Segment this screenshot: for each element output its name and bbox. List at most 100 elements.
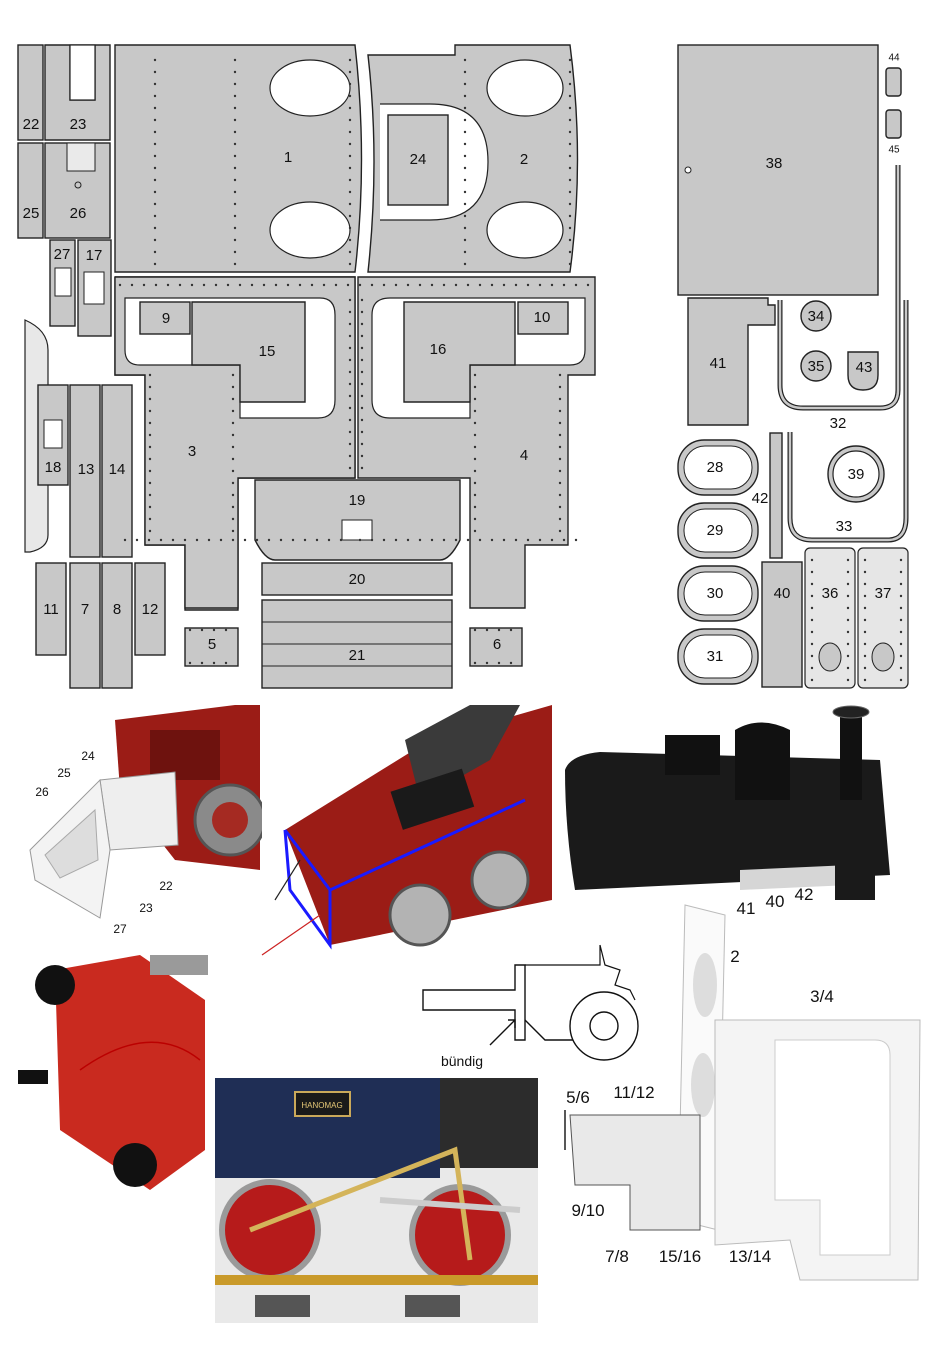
part-41 bbox=[688, 298, 775, 425]
rivet bbox=[811, 667, 813, 669]
rivet bbox=[559, 530, 561, 532]
part-label-39: 39 bbox=[848, 466, 865, 483]
rivet bbox=[811, 595, 813, 597]
rivet bbox=[474, 494, 476, 496]
rivet bbox=[464, 143, 466, 145]
rivet bbox=[361, 407, 363, 409]
rivet bbox=[811, 655, 813, 657]
part-label-29: 29 bbox=[707, 522, 724, 539]
flush-label: bündig bbox=[441, 1053, 483, 1069]
rivet bbox=[154, 251, 156, 253]
rivet bbox=[559, 386, 561, 388]
rivet bbox=[203, 284, 205, 286]
rivet bbox=[569, 239, 571, 241]
hanomag-plate: HANOMAG bbox=[295, 1092, 350, 1116]
rivet bbox=[864, 559, 866, 561]
part-label-2: 2 bbox=[520, 151, 528, 168]
rivet bbox=[864, 631, 866, 633]
rivet bbox=[292, 539, 294, 541]
part-label-24: 24 bbox=[410, 151, 427, 168]
rivet bbox=[234, 119, 236, 121]
rivet bbox=[160, 539, 162, 541]
part-label-17: 17 bbox=[86, 247, 103, 264]
frame-label-2: 2 bbox=[730, 947, 739, 966]
part-label-5: 5 bbox=[208, 636, 216, 653]
rivet bbox=[234, 107, 236, 109]
part-label-21: 21 bbox=[349, 647, 366, 664]
rivet bbox=[154, 215, 156, 217]
photo-black-body: 41 40 42 bbox=[555, 700, 925, 920]
rivet bbox=[900, 571, 902, 573]
rivet bbox=[419, 539, 421, 541]
rivet bbox=[201, 629, 203, 631]
rivet bbox=[864, 619, 866, 621]
rivet bbox=[349, 239, 351, 241]
rivet bbox=[587, 284, 589, 286]
rivet bbox=[431, 539, 433, 541]
rivet bbox=[234, 95, 236, 97]
rivet bbox=[361, 335, 363, 337]
plate-text: HANOMAG bbox=[301, 1101, 342, 1110]
rivet bbox=[232, 458, 234, 460]
part-label-14: 14 bbox=[109, 461, 126, 478]
rivet bbox=[847, 631, 849, 633]
rivet bbox=[847, 595, 849, 597]
rivet bbox=[361, 431, 363, 433]
part-label-9: 9 bbox=[162, 310, 170, 327]
rivet bbox=[474, 434, 476, 436]
part-label-33: 33 bbox=[836, 518, 853, 535]
part-40 bbox=[762, 562, 802, 687]
rivet bbox=[474, 446, 476, 448]
body-label-40: 40 bbox=[766, 892, 785, 911]
rivet bbox=[234, 71, 236, 73]
rivet bbox=[213, 662, 215, 664]
rivet bbox=[559, 410, 561, 412]
rivet bbox=[361, 467, 363, 469]
rivet bbox=[575, 539, 577, 541]
rivet bbox=[275, 284, 277, 286]
rivet bbox=[464, 83, 466, 85]
rivet bbox=[234, 179, 236, 181]
rivet bbox=[154, 95, 156, 97]
rivet bbox=[227, 284, 229, 286]
rivet bbox=[263, 284, 265, 286]
rivet bbox=[551, 539, 553, 541]
frame-label-7-8: 7/8 bbox=[605, 1247, 629, 1266]
part-label-18: 18 bbox=[45, 459, 62, 476]
rivet bbox=[349, 299, 351, 301]
rivet bbox=[569, 263, 571, 265]
rivet bbox=[234, 263, 236, 265]
rivet bbox=[569, 119, 571, 121]
rivet bbox=[189, 662, 191, 664]
part-label-35: 35 bbox=[808, 358, 825, 375]
rivet bbox=[316, 539, 318, 541]
part-label-42: 42 bbox=[752, 490, 769, 507]
rivet bbox=[201, 662, 203, 664]
rivet bbox=[328, 539, 330, 541]
rivet bbox=[349, 407, 351, 409]
rivet bbox=[154, 227, 156, 229]
rivet bbox=[349, 323, 351, 325]
rivet bbox=[559, 458, 561, 460]
rivet bbox=[349, 203, 351, 205]
rivet bbox=[213, 629, 215, 631]
rivet bbox=[349, 347, 351, 349]
rivet bbox=[811, 643, 813, 645]
rivet bbox=[232, 374, 234, 376]
rivet bbox=[191, 284, 193, 286]
rivet bbox=[154, 107, 156, 109]
rivet bbox=[359, 284, 361, 286]
rivet bbox=[539, 539, 541, 541]
rivet bbox=[474, 518, 476, 520]
rivet bbox=[559, 482, 561, 484]
rivet bbox=[847, 559, 849, 561]
part-33 bbox=[790, 300, 906, 540]
part-label-41: 41 bbox=[710, 355, 727, 372]
rivet bbox=[234, 251, 236, 253]
frame-label-5-6: 5/6 bbox=[566, 1088, 590, 1107]
part-label-43: 43 bbox=[856, 359, 873, 376]
pocket-label-22: 22 bbox=[159, 879, 173, 893]
rivet bbox=[503, 284, 505, 286]
rivet bbox=[149, 374, 151, 376]
rivet bbox=[847, 571, 849, 573]
